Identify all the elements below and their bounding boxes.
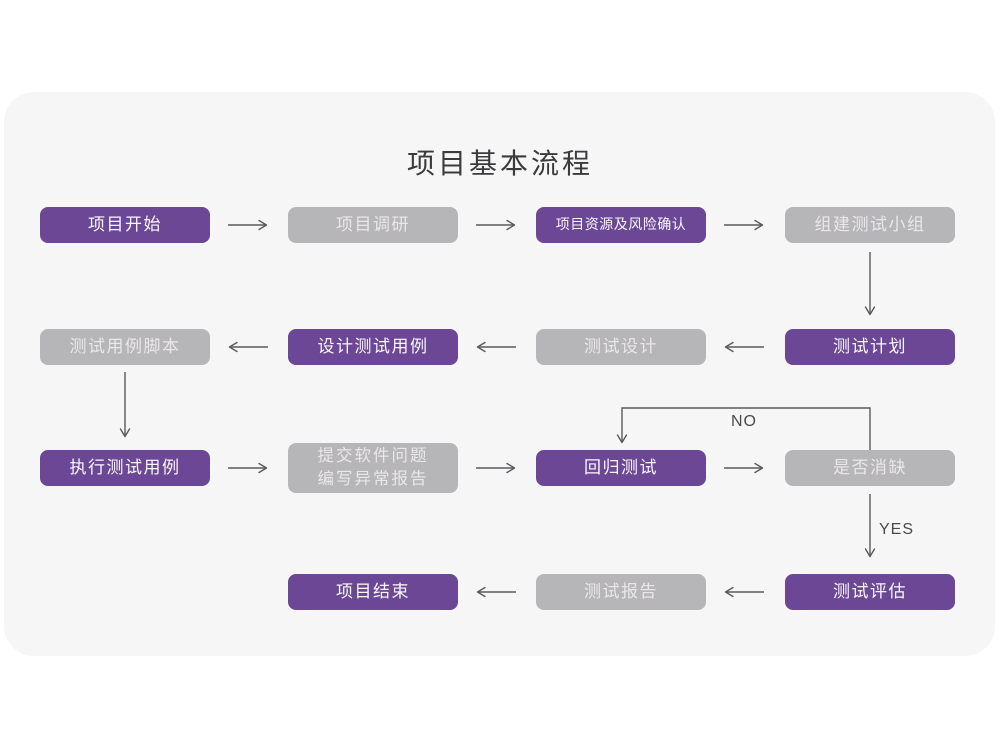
node-defect-cleared: 是否消缺 <box>785 450 955 486</box>
node-test-case-script: 测试用例脚本 <box>40 329 210 365</box>
node-regression-test: 回归测试 <box>536 450 706 486</box>
node-execute-test-case: 执行测试用例 <box>40 450 210 486</box>
node-project-start: 项目开始 <box>40 207 210 243</box>
node-build-test-team: 组建测试小组 <box>785 207 955 243</box>
node-submit-issues: 提交软件问题 编写异常报告 <box>288 443 458 493</box>
node-resource-risk: 项目资源及风险确认 <box>536 207 706 243</box>
node-test-report: 测试报告 <box>536 574 706 610</box>
node-test-design: 测试设计 <box>536 329 706 365</box>
yes-label: YES <box>879 521 915 538</box>
node-test-plan: 测试计划 <box>785 329 955 365</box>
no-label: NO <box>731 413 757 430</box>
diagram-title: 项目基本流程 <box>406 148 593 179</box>
node-design-test-case: 设计测试用例 <box>288 329 458 365</box>
node-project-research: 项目调研 <box>288 207 458 243</box>
node-test-evaluation: 测试评估 <box>785 574 955 610</box>
node-project-end: 项目结束 <box>288 574 458 610</box>
flowchart-card <box>4 92 995 656</box>
